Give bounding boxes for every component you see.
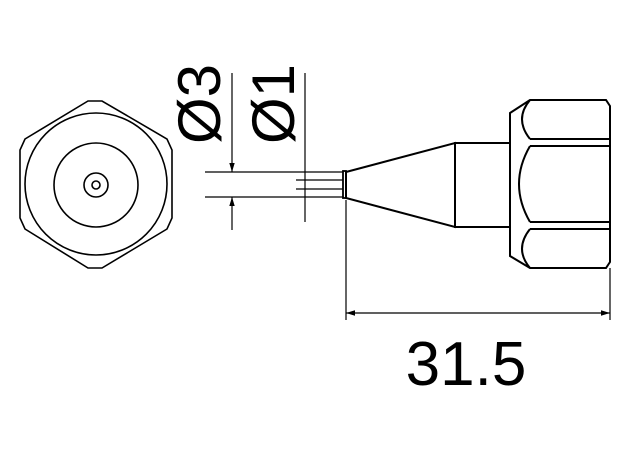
- diameter-outer-label: Ø3: [166, 64, 233, 144]
- length-label: 31.5: [406, 330, 527, 399]
- nut-arc: [521, 99, 531, 140]
- middle-circle: [53, 142, 139, 228]
- nozzle-shank: [454, 142, 511, 228]
- diameter-dimensions: Ø3 Ø1: [166, 64, 343, 230]
- nut-arc: [518, 145, 531, 223]
- nozzle-cone: [345, 141, 456, 229]
- nut-arc: [521, 228, 531, 269]
- outer-circle: [24, 112, 168, 256]
- nut-outline: [509, 99, 611, 269]
- bore-circle: [91, 180, 101, 190]
- diameter-inner-label: Ø1: [240, 64, 307, 144]
- hex-outline: [19, 100, 173, 269]
- length-dimension: 31.5: [345, 200, 611, 399]
- nozzle-circle: [83, 172, 109, 198]
- end-view: [19, 100, 173, 269]
- side-view: [342, 99, 611, 269]
